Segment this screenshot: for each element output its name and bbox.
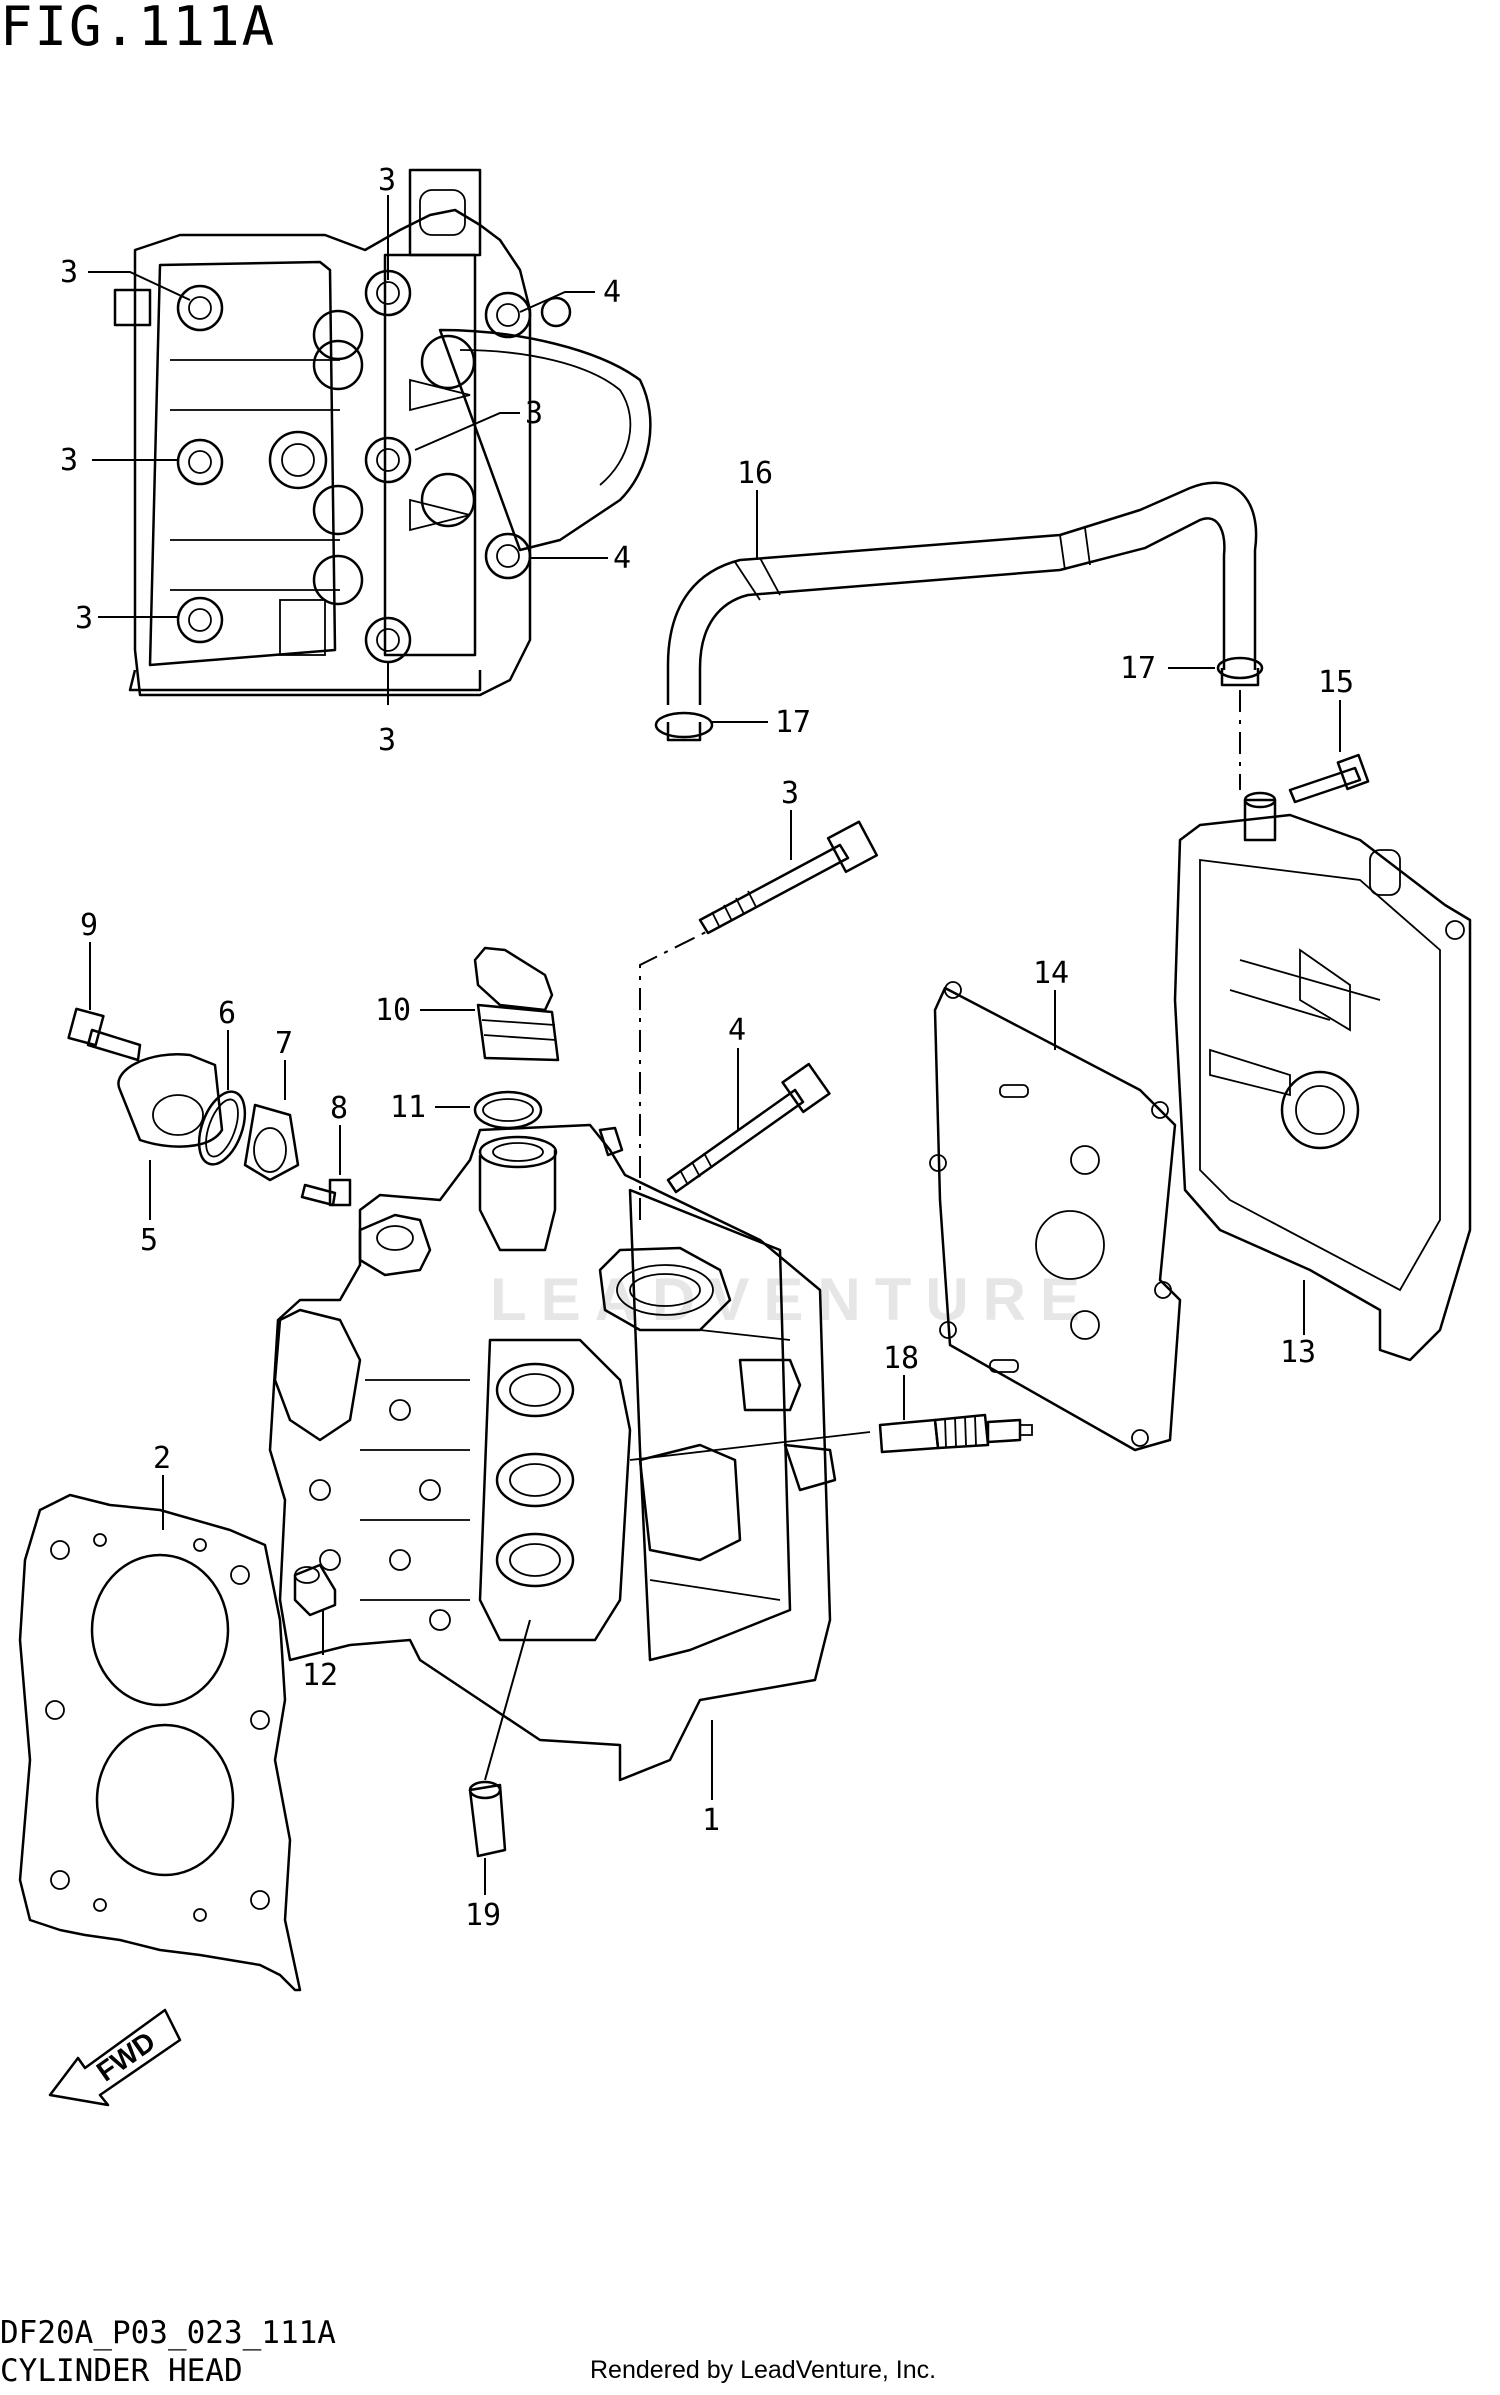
cover-gasket	[929, 981, 1182, 1452]
callout-16: 16	[737, 456, 773, 491]
callout-14: 14	[1033, 956, 1069, 991]
spark-plug	[629, 1375, 1033, 1461]
callout-7: 7	[275, 1026, 293, 1061]
callout-3-left-lower: 3	[75, 601, 93, 636]
water-hose	[654, 481, 1264, 790]
callout-17-left: 17	[775, 705, 811, 740]
callout-8: 8	[330, 1091, 348, 1126]
plug-19	[468, 1619, 531, 1895]
callout-13: 13	[1280, 1335, 1316, 1370]
forward-arrow	[48, 2008, 182, 2107]
callout-3-left-middle: 3	[60, 443, 78, 478]
cylinder-head-cover	[1173, 791, 1472, 1362]
diagram-code: DF20A_P03_023_111A	[0, 2315, 336, 2351]
callout-12: 12	[302, 1658, 338, 1693]
cylinder-head-top-view	[113, 168, 652, 697]
top-view-leaders	[88, 195, 608, 705]
callout-3-bottom: 3	[378, 723, 396, 758]
callout-19: 19	[465, 1898, 501, 1933]
callout-3-left-upper: 3	[60, 255, 78, 290]
dowel-pin	[293, 1563, 337, 1655]
callout-9: 9	[80, 908, 98, 943]
callout-3-bolt: 3	[781, 776, 799, 811]
thermostat-cap	[117, 1052, 224, 1220]
callout-11: 11	[390, 1090, 426, 1125]
cap-oring	[435, 1090, 543, 1130]
cylinder-head	[268, 1123, 837, 1800]
callout-17-right: 17	[1120, 651, 1156, 686]
thermostat	[243, 1060, 300, 1182]
long-bolt-4	[666, 1048, 831, 1194]
callout-15: 15	[1318, 665, 1354, 700]
callout-10: 10	[375, 993, 411, 1028]
callout-3-center: 3	[525, 396, 543, 431]
callout-18: 18	[883, 1341, 919, 1376]
long-bolt-3	[639, 810, 879, 1220]
head-gasket	[18, 1475, 302, 1992]
callout-6: 6	[218, 996, 236, 1031]
callout-4-bolt: 4	[728, 1013, 746, 1048]
small-bolt-8	[300, 1125, 352, 1207]
callout-1: 1	[702, 1803, 720, 1838]
watermark: LEADVENTURE	[490, 1266, 1095, 1333]
filler-cap	[420, 946, 560, 1062]
callout-5: 5	[140, 1223, 158, 1258]
callout-4-lower: 4	[613, 541, 631, 576]
callout-labels: 3 3 3 3 3 3 4 4 16 17 17 15 3 14 9 10 6 …	[60, 163, 1354, 2087]
diagram-caption: CYLINDER HEAD	[0, 2353, 243, 2389]
callout-3-top: 3	[378, 163, 396, 198]
callout-4-upper: 4	[603, 275, 621, 310]
thermostat-bolt	[67, 942, 142, 1062]
render-credit: Rendered by LeadVenture, Inc.	[590, 2356, 937, 2384]
head-cover-bolt	[1288, 700, 1370, 804]
callout-2: 2	[153, 1441, 171, 1476]
thermostat-oring	[197, 1030, 247, 1166]
figure-title: FIG.111A	[0, 0, 277, 58]
